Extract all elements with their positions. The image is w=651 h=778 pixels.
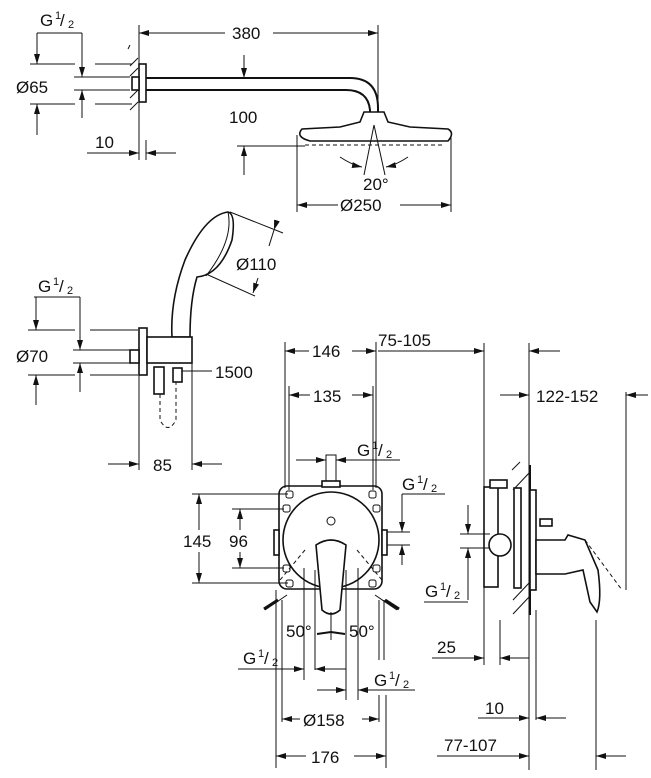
handset-diameter: Ø110 [236, 255, 276, 274]
side-plate [529, 489, 537, 591]
outlet-connector [129, 349, 140, 364]
install-depth: 75-105 [378, 331, 431, 350]
side-offset: 25 [437, 638, 456, 657]
svg-text:/: / [395, 671, 400, 690]
box-inner-width: 135 [313, 387, 341, 406]
drop-height: 100 [229, 108, 257, 127]
svg-text:G: G [425, 582, 438, 601]
right-connector [381, 529, 388, 556]
hose-length: 1500 [215, 363, 253, 382]
mixer-front-view: 146 135 G 1 / 2 G 1 / 2 145 96 [183, 342, 445, 768]
box-height: 145 [183, 532, 211, 551]
valve-cartridge [488, 533, 512, 557]
svg-text:2: 2 [272, 657, 278, 669]
svg-text:/: / [378, 441, 383, 460]
outlet-flange [138, 327, 148, 376]
svg-text:G: G [243, 649, 256, 668]
svg-text:2: 2 [403, 679, 409, 691]
box-outer-width: 146 [312, 342, 340, 361]
cover-hole [326, 516, 336, 526]
mixer-side-view: 75-105 122-152 G 1 / 2 25 10 77-107 [378, 331, 648, 770]
svg-text:2: 2 [386, 449, 392, 461]
side-wall-hatch [511, 461, 531, 615]
outlet-diameter: Ø70 [16, 347, 48, 366]
lever-angle-left: 50° [286, 622, 312, 641]
svg-text:/: / [264, 649, 269, 668]
hose-connector [153, 366, 165, 395]
svg-text:2: 2 [68, 19, 74, 31]
svg-text:1: 1 [372, 440, 378, 452]
head-thread-label: G [40, 11, 53, 30]
svg-text:1: 1 [55, 10, 61, 22]
wall-holder [146, 336, 193, 364]
top-connector [321, 480, 341, 488]
mixer-lever [315, 539, 347, 615]
side-box-top [489, 479, 508, 489]
handset-face [205, 211, 230, 277]
plate-thickness: 10 [485, 699, 504, 718]
hole-spacing: 96 [229, 532, 248, 551]
svg-text:1: 1 [258, 648, 264, 660]
hand-shower-view: Ø110 G 1 / 2 Ø70 1500 85 [16, 211, 284, 475]
svg-text:/: / [60, 11, 65, 30]
head-flange-diameter: Ø65 [16, 78, 48, 97]
side-projection: 122-152 [536, 387, 598, 406]
shower-arm-top [146, 77, 379, 112]
lever-angle-right: 50° [349, 622, 375, 641]
hand-shower-handset [170, 211, 235, 338]
svg-text:G: G [402, 475, 415, 494]
depth-range: 77-107 [444, 736, 497, 755]
head-shower-view: G 1 / 2 Ø65 10 380 100 20° [16, 10, 453, 215]
wall-hatch [127, 44, 139, 111]
svg-text:/: / [423, 475, 428, 494]
svg-text:/: / [446, 582, 451, 601]
spindle-pin [539, 518, 553, 527]
svg-text:1: 1 [440, 581, 446, 593]
overall-width: 176 [311, 748, 339, 767]
wall-connector [131, 76, 140, 91]
head-wall-offset: 10 [95, 133, 114, 152]
svg-text:1: 1 [53, 276, 59, 288]
shower-arm-bottom [146, 89, 371, 112]
holder-pin [172, 367, 183, 383]
head-diameter: Ø250 [340, 196, 382, 215]
side-box-front [513, 487, 522, 589]
svg-text:G: G [38, 277, 51, 296]
svg-text:1: 1 [417, 474, 423, 486]
arm-length: 380 [232, 24, 260, 43]
side-lever [535, 534, 601, 614]
svg-text:1: 1 [389, 670, 395, 682]
plate-diameter: Ø158 [303, 711, 345, 730]
hose [159, 382, 177, 428]
svg-text:G: G [374, 671, 387, 690]
svg-text:2: 2 [67, 285, 73, 297]
left-connector [273, 529, 280, 556]
svg-text:2: 2 [454, 590, 460, 602]
svg-text:/: / [59, 277, 64, 296]
svg-text:2: 2 [431, 483, 437, 495]
head-shower-body [299, 111, 453, 142]
svg-text:G: G [357, 441, 370, 460]
wall-flange [138, 63, 147, 103]
holder-projection: 85 [153, 456, 172, 475]
tilt-angle: 20° [363, 175, 389, 194]
